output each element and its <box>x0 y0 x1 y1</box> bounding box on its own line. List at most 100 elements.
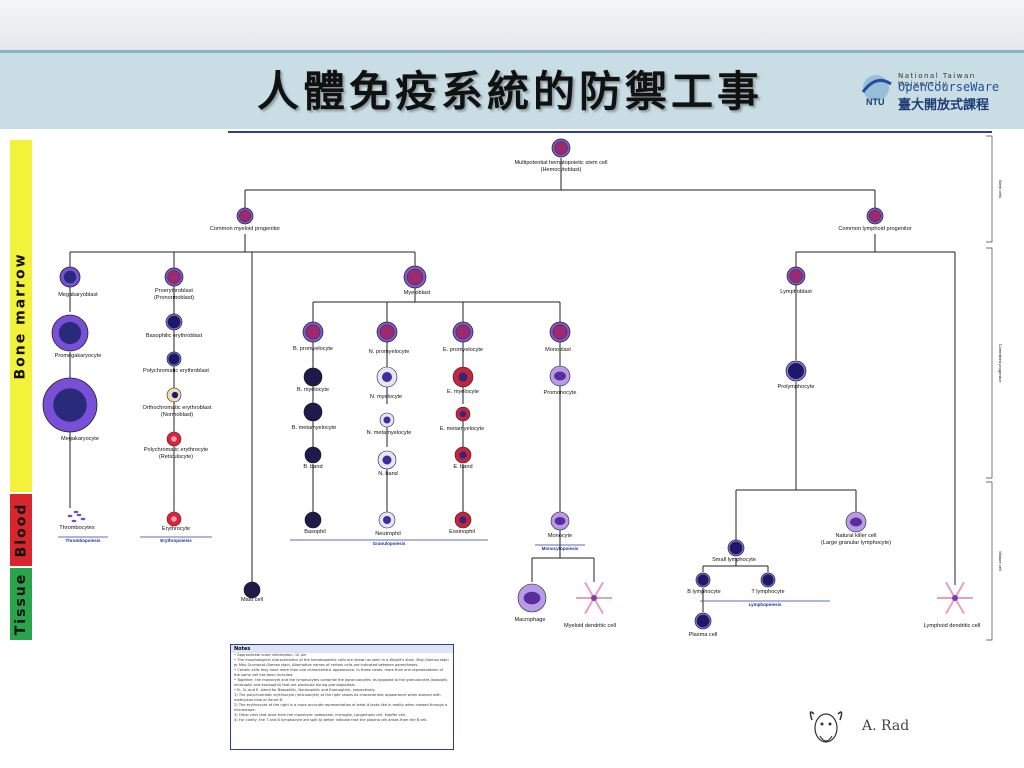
thrombocytes-cell-fragment <box>76 513 82 517</box>
label-line: Megakaryoblast <box>58 292 98 298</box>
n-metamyelocyte-label: N. metamyelocyte <box>367 430 412 436</box>
label-line: Orthochromatic erythroblast <box>142 405 211 411</box>
label-line: Myeloblast <box>404 290 431 296</box>
mast-cell-label: Mast cell <box>241 597 263 603</box>
label-line: T lymphocyte <box>751 589 784 595</box>
label-line: (Hemocytoblast) <box>541 167 582 173</box>
polychromatic-erythrocyte-label: Polychromatic erythrocyte(Reticulocyte) <box>144 447 208 460</box>
stem-label: Multipotential hematopoietic stem cell(H… <box>515 160 608 173</box>
slide-header <box>0 50 1024 129</box>
notes-line: • B., N. and E. stand for Basophilic, Ne… <box>234 688 376 692</box>
prolymphocyte-cell-nucleus <box>788 363 804 379</box>
label-line: E. myelocyte <box>447 389 479 395</box>
group-label-thrombopoiesis: Thrombopoiesis <box>65 538 100 543</box>
label-line: E. band <box>453 464 472 470</box>
b-lymphocyte-label: B lymphocyte <box>687 589 721 595</box>
orthochromatic-erythroblast-label: Orthochromatic erythroblast(Normoblast) <box>142 405 211 418</box>
label-line: Myeloid dendritic cell <box>564 623 616 629</box>
group-label-monocytopoiesis: Monocytopoiesis <box>542 546 579 551</box>
myeloblast-cell-nucleus <box>406 268 424 286</box>
label-line: B. metamyelocyte <box>292 425 336 431</box>
side-bracket <box>986 247 993 479</box>
polychromatic-erythroblast-label: Polychromatic erythroblast <box>143 368 209 374</box>
thrombocytes-cell-fragment <box>71 519 77 523</box>
label-line: N. metamyelocyte <box>367 430 412 436</box>
label-line: Lymphoblast <box>780 289 812 295</box>
cmp-cell-nucleus <box>239 210 251 222</box>
label-line: Small lymphocyte <box>712 557 756 563</box>
b-promyelocyte-cell-nucleus <box>305 324 321 340</box>
label-line: Polychromatic erythroblast <box>143 368 209 374</box>
label-line: Promonocyte <box>544 390 577 396</box>
label-line: N. myelocyte <box>370 394 402 400</box>
megakaryocyte-cell-nucleus <box>53 388 87 422</box>
logo-line-1: National Taiwan University <box>898 72 976 88</box>
notes-line: • Certain cells may have more than one c… <box>234 668 443 677</box>
polychromatic-erythroblast-cell-nucleus <box>168 353 180 365</box>
slide-title: 人體免疫系統的防禦工事 <box>256 67 763 116</box>
label-line: N. promyelocyte <box>369 349 409 355</box>
t-lymphocyte-cell-nucleus <box>762 574 774 586</box>
neutrophil-cell-nucleus <box>383 516 391 524</box>
neutrophil-label: Neutrophil <box>375 531 401 537</box>
label-line: Macrophage <box>514 617 545 623</box>
n-band-cell-nucleus <box>382 455 392 465</box>
plasma-cell-label: Plasma cell <box>689 632 718 638</box>
label-line: E. promyelocyte <box>443 347 483 353</box>
thrombocytes-cell-fragment <box>80 517 86 521</box>
small-lymphocyte-label: Small lymphocyte <box>712 557 756 563</box>
lymphoid-dc-cell <box>952 595 958 601</box>
promonocyte-cell-nucleus <box>554 371 566 381</box>
nk-cell-cell-nucleus <box>850 517 862 527</box>
group-label-erythropoiesis: Erythropoiesis <box>160 538 192 543</box>
label-line: B. myelocyte <box>297 387 329 393</box>
side-label: Stem cells <box>998 180 1003 198</box>
label-line: Basophil <box>304 529 325 535</box>
eosinophil-label: Eosinophil <box>449 529 475 535</box>
label-line: B. promyelocyte <box>293 346 333 352</box>
basophilic-erythroblast-cell-nucleus <box>167 315 181 329</box>
clp-cell-nucleus <box>869 210 881 222</box>
promonocyte-label: Promonocyte <box>544 390 577 396</box>
label-line: Plasma cell <box>689 632 718 638</box>
myeloblast-label: Myeloblast <box>404 290 431 296</box>
label-line: Megakaryocyte <box>61 436 99 442</box>
e-band-cell-nucleus <box>459 451 467 459</box>
b-metamyelocyte-cell <box>303 402 323 422</box>
megakaryoblast-cell-nucleus <box>63 270 77 284</box>
label-line: Thrombocytes <box>59 525 95 531</box>
lymphoblast-cell-nucleus <box>789 269 803 283</box>
nk-cell-label: Natural killer cell(Large granular lymph… <box>821 533 891 546</box>
label-line: Lymphoid dendritic cell <box>924 623 981 629</box>
e-myelocyte-label: E. myelocyte <box>447 389 479 395</box>
monocyte-cell-nucleus <box>554 516 566 526</box>
b-myelocyte-label: B. myelocyte <box>297 387 329 393</box>
lymphoid-dc-label: Lymphoid dendritic cell <box>924 623 981 629</box>
label-line: N. band <box>378 471 398 477</box>
monocyte-label: Monocyte <box>548 533 572 539</box>
eosinophil-cell-nucleus <box>459 516 467 524</box>
clp-label: Common lymphoid progenitor <box>838 226 912 232</box>
basophilic-erythroblast-label: Basophilic erythroblast <box>146 333 203 339</box>
notes-line: 3) Other cells that arise from the monoc… <box>234 713 406 717</box>
plasma-cell-cell-nucleus <box>696 614 710 628</box>
b-myelocyte-cell <box>303 367 323 387</box>
label-line: Promegakaryocyte <box>55 353 102 359</box>
label-line: (Pronormoblast) <box>154 295 194 301</box>
monoblast-cell-nucleus <box>552 324 568 340</box>
label-line: Erythrocyte <box>162 526 190 532</box>
e-band-label: E. band <box>453 464 472 470</box>
b-metamyelocyte-label: B. metamyelocyte <box>292 425 336 431</box>
e-promyelocyte-label: E. promyelocyte <box>443 347 483 353</box>
label-line: Common lymphoid progenitor <box>838 226 912 232</box>
e-metamyelocyte-label: E. metamyelocyte <box>440 426 484 432</box>
monoblast-label: Monoblast <box>545 347 571 353</box>
n-metamyelocyte-cell-nucleus <box>383 416 391 424</box>
e-promyelocyte-cell-nucleus <box>455 324 471 340</box>
label-line: (Normoblast) <box>161 412 193 418</box>
notes-lines: • Approximate scale information: 10 μm• … <box>231 653 453 723</box>
myeloid-dc-cell <box>591 595 597 601</box>
label-line: Proerythroblast <box>155 288 193 294</box>
megakaryocyte-label: Megakaryocyte <box>61 436 99 442</box>
